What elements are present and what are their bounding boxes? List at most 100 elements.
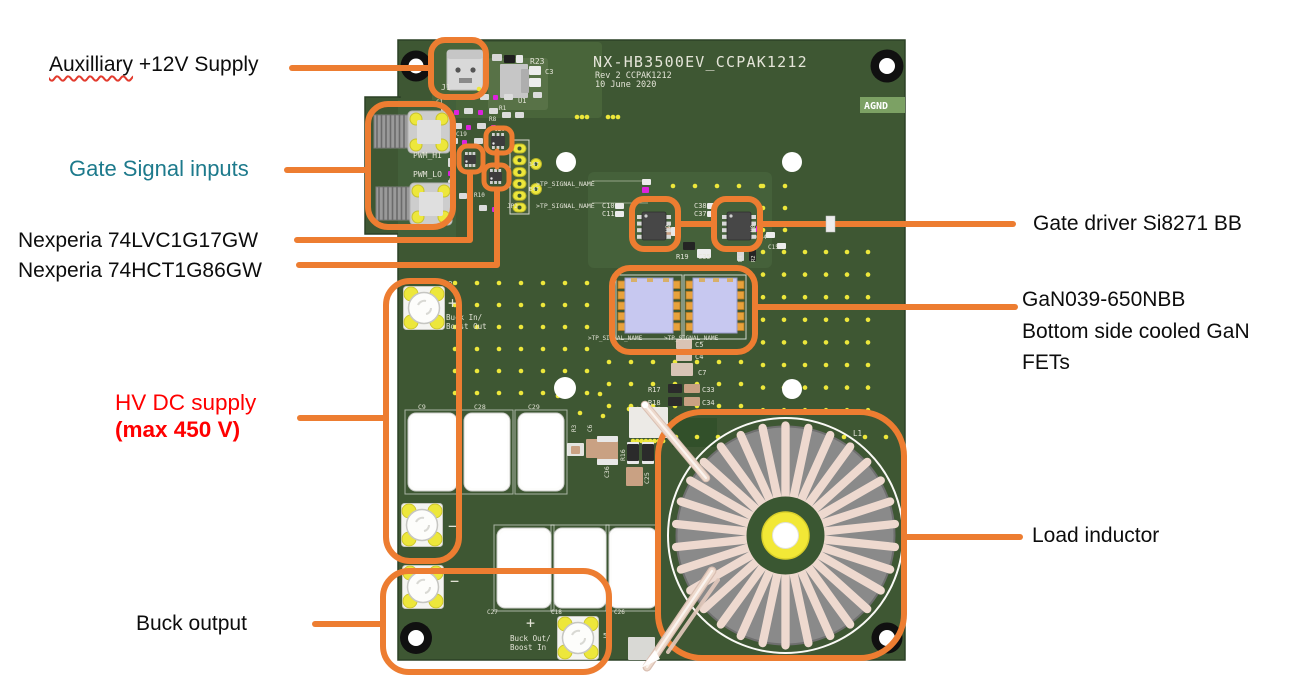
via (841, 434, 847, 440)
board-date: 10 June 2020 (595, 80, 656, 90)
silkscreen-label: R18 (648, 399, 661, 407)
via (865, 340, 871, 345)
via (474, 368, 480, 374)
board-parts (373, 49, 756, 660)
silkscreen-label: C9 (418, 403, 426, 411)
silkscreen-label: Buck Out/ (510, 634, 551, 643)
via (883, 434, 889, 440)
label-buck-output: Buck output (136, 612, 247, 635)
label-aux-supply: Auxilliary +12V Supply (49, 53, 259, 77)
smd-component (454, 110, 459, 115)
smd-component (684, 384, 700, 393)
via (865, 294, 871, 300)
via (760, 294, 766, 300)
terminal-hv-minus (401, 503, 443, 547)
silkscreen-label: R2 (751, 255, 757, 262)
smd-component (493, 95, 498, 100)
via (610, 114, 616, 120)
annotations (284, 37, 1023, 675)
smd-component (504, 55, 515, 63)
silkscreen-label: + (526, 614, 535, 632)
smd-component (683, 242, 695, 250)
via (600, 413, 606, 419)
smd-component (615, 203, 624, 209)
label-nexperia-74lvc: Nexperia 74LVC1G17GW (18, 229, 259, 252)
inductor-winding (758, 566, 783, 648)
via (781, 272, 787, 277)
via (802, 317, 808, 323)
smd-component (766, 232, 775, 238)
test-point (530, 158, 542, 170)
via (823, 362, 829, 368)
silkscreen-label: R3 (571, 424, 578, 432)
label-gan-fets: GaN039-650NBB Bottom side cooled GaN FET… (1022, 284, 1250, 379)
via (606, 381, 612, 387)
gate-driver-u2 (637, 211, 671, 241)
header-pad (512, 155, 527, 166)
via (562, 302, 568, 308)
smd-component (586, 439, 599, 458)
via (562, 280, 568, 286)
inductor-winding (676, 497, 756, 529)
via (452, 280, 458, 286)
smd-component (521, 69, 529, 93)
via (518, 280, 524, 286)
via (760, 340, 766, 345)
inductor-winding (795, 430, 835, 507)
via (692, 183, 698, 189)
via (802, 362, 808, 368)
header-pad (512, 178, 527, 189)
via (628, 381, 634, 387)
via (844, 317, 850, 323)
smd-component (571, 446, 580, 454)
via (716, 381, 722, 387)
inductor-winding (802, 560, 855, 629)
ic-74hct1g86gw (489, 169, 502, 184)
via (518, 390, 524, 396)
silkscreen-label: Buck In/ (446, 313, 482, 322)
via (738, 381, 744, 387)
toroid-inductor (667, 417, 904, 654)
via (518, 368, 524, 374)
silkscreen-label: R19 (676, 253, 689, 261)
inductor-winding (676, 542, 756, 574)
silkscreen-label: R4 (738, 255, 744, 262)
smd-component (668, 397, 682, 406)
silkscreen-label: U2 (665, 224, 672, 232)
via (823, 294, 829, 300)
via (474, 302, 480, 308)
label-hv-supply: HV DC supply (max 450 V) (115, 389, 256, 443)
via (865, 317, 871, 323)
via (496, 368, 502, 374)
label-load-inductor: Load inductor (1032, 524, 1160, 547)
via (760, 317, 766, 323)
via (628, 359, 634, 365)
smd-component (516, 55, 523, 63)
smd-component (479, 205, 487, 211)
mounting-hole (400, 622, 432, 654)
via (862, 434, 868, 440)
inductor-winding (788, 566, 813, 648)
via (844, 362, 850, 368)
inductor-winding (686, 476, 759, 522)
inductor-winding (736, 430, 776, 507)
inductor-winding (812, 476, 885, 522)
via (474, 346, 480, 352)
via (615, 114, 621, 120)
smd-component (642, 179, 651, 185)
box-gate-inputs (365, 101, 456, 230)
header-pad (512, 167, 527, 178)
via (865, 362, 871, 368)
via (865, 249, 871, 255)
sma-connector-pwm-lo (375, 182, 453, 226)
via (670, 183, 676, 189)
smd-component (502, 112, 511, 118)
via (496, 280, 502, 286)
smd-component (474, 138, 483, 144)
wire-tip (641, 650, 660, 668)
via (694, 434, 700, 440)
silkscreen-label: >TP_SIGNAL_NAME (536, 202, 595, 210)
inductor-winding (795, 564, 835, 641)
line-74hct (296, 188, 500, 268)
silkscreen-label: L1 (853, 429, 862, 438)
